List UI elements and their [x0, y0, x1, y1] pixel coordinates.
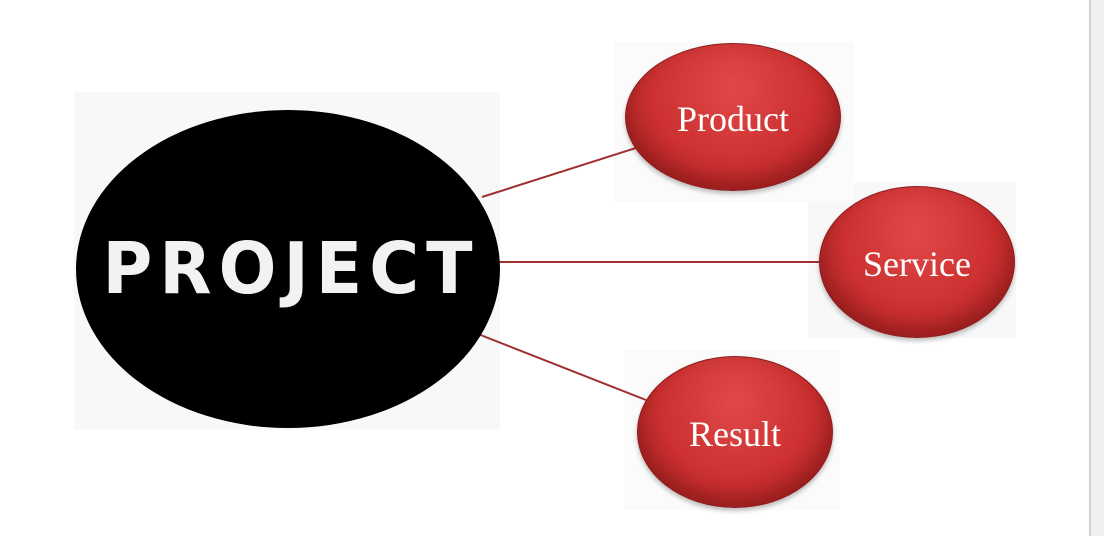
- connector-result: [477, 333, 647, 401]
- result-label: Result: [688, 414, 781, 454]
- product-label: Product: [677, 99, 789, 139]
- project-label: PROJECT: [102, 227, 480, 311]
- scrollbar[interactable]: [1089, 0, 1104, 536]
- service-label: Service: [863, 244, 971, 284]
- result-node: Result: [637, 356, 833, 508]
- service-node: Service: [819, 186, 1015, 338]
- project-node: PROJECT: [76, 110, 500, 428]
- product-node: Product: [625, 43, 841, 191]
- connector-product: [481, 147, 637, 198]
